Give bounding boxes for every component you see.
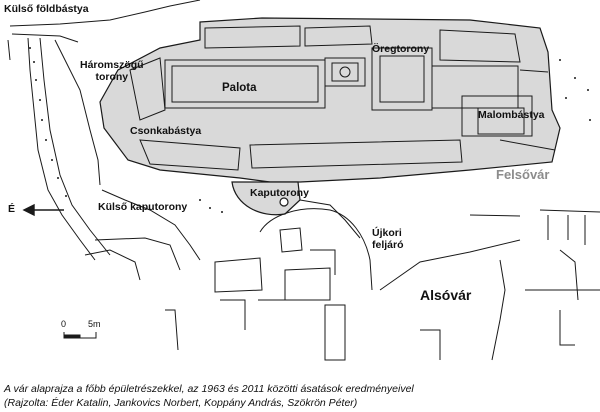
scale-bar xyxy=(63,332,97,339)
label-kulso-kaputorony: Külső kaputorony xyxy=(98,201,188,213)
gate-tower xyxy=(231,181,301,216)
terrain-dots xyxy=(29,47,591,213)
wall-traces xyxy=(7,0,600,361)
upper-castle-outline xyxy=(99,17,561,183)
castle-floor-plan xyxy=(7,0,600,361)
label-felsovar: Felsővár xyxy=(496,167,550,182)
scale-length-label: 5m xyxy=(88,319,101,329)
scale-zero-label: 0 xyxy=(61,319,67,329)
label-haromszogu-torony: Háromszögű torony xyxy=(80,59,144,83)
north-arrow xyxy=(22,203,64,217)
label-kulso-foldbastya: Külső földbástya xyxy=(4,3,89,15)
label-csonkabastya: Csonkabástya xyxy=(130,125,202,137)
north-label: É xyxy=(8,203,16,215)
figure-caption: A vár alaprajza a főbb épületrészekkel, … xyxy=(4,382,596,410)
caption-line-2: (Rajzolta: Éder Katalin, Jankovics Norbe… xyxy=(4,397,358,409)
label-alsovar: Alsóvár xyxy=(420,287,472,303)
upper-castle-buildings xyxy=(129,25,556,171)
label-palota: Palota xyxy=(222,82,257,94)
label-malombastya: Malombástya xyxy=(478,109,545,121)
caption-line-1: A vár alaprajza a főbb épületrészekkel, … xyxy=(4,383,414,395)
label-oregtorony: Öregtorony xyxy=(372,43,430,55)
label-ujkori-feljaro: Újkori feljáró xyxy=(372,227,404,251)
label-kaputorony: Kaputorony xyxy=(250,187,309,199)
